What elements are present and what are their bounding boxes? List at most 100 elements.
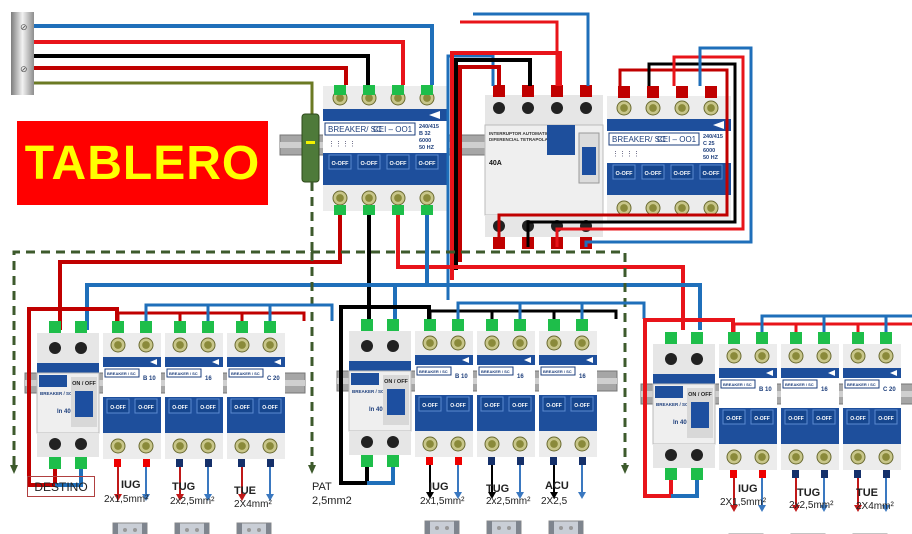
- mcb-header-strip: [843, 368, 901, 378]
- phase-bridge-wire: [794, 322, 860, 332]
- terminal-hole-icon: [361, 340, 373, 352]
- mcb-label: BREAKER / SC: [723, 382, 752, 387]
- clamp-edge: [113, 523, 118, 534]
- screw-head-icon: [176, 341, 184, 349]
- feed-right-neutral: [427, 283, 702, 330]
- main-breaker-toggle: [386, 154, 410, 170]
- toggle-label: O-OFF: [360, 161, 378, 167]
- clamp-screw-icon: [559, 526, 563, 530]
- main-breaker-top-terminals: [323, 86, 447, 109]
- pat-cable-label: 2,5mm2: [312, 495, 352, 507]
- sub-differential-top: [37, 333, 99, 363]
- second-breaker-label-box: [608, 132, 700, 146]
- main-breaker-label: BREAKER/ SC: [328, 125, 382, 134]
- mcb-label: BREAKER / SC: [419, 369, 448, 374]
- earth-arrow-icon: [308, 465, 316, 474]
- screw-head-icon: [707, 204, 715, 212]
- output-phase-arrow-head-icon: [238, 494, 246, 501]
- terminal-cap-icon: [112, 321, 124, 333]
- terminal-cap-icon: [392, 205, 404, 215]
- direction-arrow-icon: [462, 357, 469, 363]
- earth-arrow-icon: [10, 465, 18, 474]
- toggle-label: O-OFF: [726, 416, 742, 422]
- neutral-bridge-wire: [884, 314, 912, 332]
- clamp-edge: [425, 521, 430, 534]
- output-cap-icon: [238, 459, 245, 467]
- mcb-label-box: [720, 379, 756, 389]
- supply-wire-neutral: [34, 24, 434, 85]
- screw-head-icon: [620, 204, 628, 212]
- sub-differential-top: [653, 344, 715, 374]
- circuit-cable: 2x1,5mm²: [420, 496, 465, 507]
- second-breaker-code: CEI – OO1: [657, 135, 697, 144]
- screw-head-icon: [266, 341, 274, 349]
- wire-l3-feed: [458, 65, 501, 262]
- clamp-screw-icon: [123, 528, 127, 532]
- screw-head-icon: [176, 442, 184, 450]
- main-breaker-toggle: [357, 154, 381, 170]
- mcb-toggle: [168, 398, 192, 414]
- mcb-header-strip: [415, 355, 473, 365]
- feed-right-phase: [396, 215, 685, 330]
- differential-lever: [582, 147, 596, 175]
- toggle-label: O-OFF: [418, 161, 436, 167]
- terminal-hole-icon: [691, 449, 703, 461]
- supply-terminal-block: [11, 12, 34, 95]
- mcb-spec: 16: [205, 376, 212, 382]
- on-off-label: ON / OFF: [384, 379, 408, 385]
- terminal-hole-icon: [551, 102, 563, 114]
- terminal-cap-icon: [676, 86, 688, 98]
- toggle-label: O-OFF: [512, 403, 528, 409]
- terminal-hole-icon: [387, 436, 399, 448]
- sub-differential-lever: [387, 389, 405, 415]
- output-cap-icon: [854, 470, 861, 478]
- screw-head-icon: [426, 339, 434, 347]
- output-neutral-arrow-head-icon: [204, 494, 212, 501]
- direction-arrow-icon: [766, 370, 773, 376]
- mcb-toggle: [570, 396, 594, 412]
- cable-clamp-icon: [174, 522, 210, 534]
- output-phase-arrow-head-icon: [114, 494, 122, 501]
- second-breaker-toggle: [641, 164, 665, 180]
- mcb-toggle: [722, 409, 746, 425]
- direction-arrow-icon: [274, 359, 281, 365]
- mcb-toggle: [106, 398, 130, 414]
- supply-wire-l1: [34, 40, 405, 85]
- terminal-cap-icon: [691, 332, 703, 344]
- terminal-cap-icon: [49, 321, 61, 333]
- mcb-header-strip: [719, 368, 777, 378]
- direction-arrow-icon: [212, 359, 219, 365]
- earth-terminal-stripe: [306, 141, 315, 144]
- terminal-cap-icon: [728, 332, 740, 344]
- screw-head-icon: [649, 104, 657, 112]
- output-cap-icon: [579, 457, 586, 465]
- second-breaker-toggle: [699, 164, 723, 180]
- circuit-name: TUE: [234, 485, 256, 497]
- pat-label: PAT: [312, 481, 332, 493]
- neutral-bridge-wire: [268, 303, 334, 321]
- main-breaker-header-strip: [323, 109, 447, 121]
- circuit-cable: 2X4mm²: [234, 499, 272, 510]
- toggle-label: O-OFF: [816, 416, 832, 422]
- terminal-cap-icon: [691, 468, 703, 480]
- output-neutral-arrow-head-icon: [758, 505, 766, 512]
- terminal-cap-icon: [236, 321, 248, 333]
- earth-arrow-icon: [621, 465, 629, 474]
- wire-l1-feed: [450, 51, 562, 280]
- terminal-hole-icon: [75, 438, 87, 450]
- screw-head-icon: [882, 352, 890, 360]
- mcb-toggle: [750, 409, 774, 425]
- differential-subtitle: DIFERENCIAL TETRAPOLAR: [489, 137, 552, 142]
- screw-head-icon: [204, 341, 212, 349]
- mcb-toggle: [196, 398, 220, 414]
- toggle-label: O-OFF: [788, 416, 804, 422]
- clamp-screw-icon: [195, 528, 199, 532]
- screw-head-icon: [678, 104, 686, 112]
- sub-neutral-loop: [55, 469, 83, 487]
- clamp-screw-icon: [185, 528, 189, 532]
- cable-clamp-icon: [424, 520, 460, 534]
- clamp-edge: [204, 523, 209, 534]
- terminal-cap-icon: [174, 321, 186, 333]
- main-breaker-spec: 6000: [419, 138, 431, 144]
- phase-bridge-wire: [178, 311, 244, 321]
